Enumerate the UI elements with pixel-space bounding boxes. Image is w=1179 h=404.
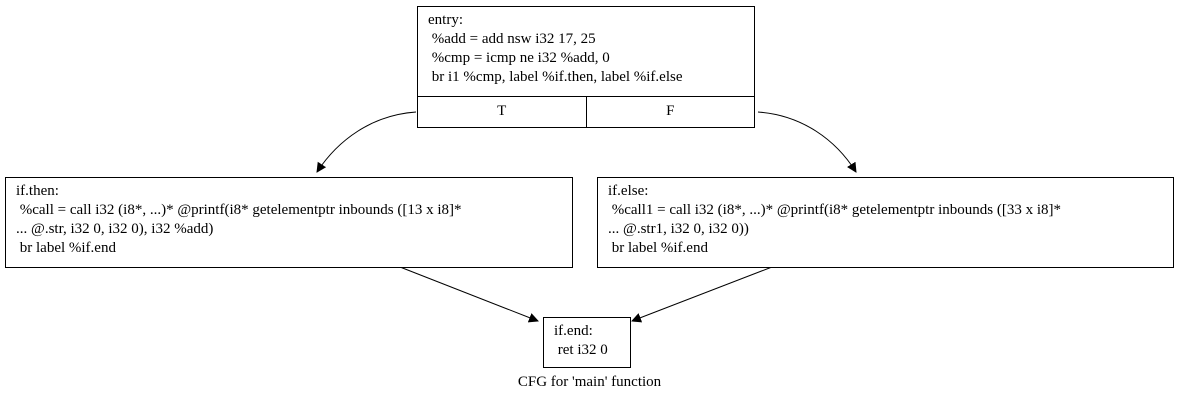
node-if-else-line: ... @.str1, i32 0, i32 0)) — [608, 221, 749, 237]
edge-entry-false-to-if-else — [757, 111, 857, 173]
node-entry-line: br i1 %cmp, label %if.then, label %if.el… — [428, 69, 683, 85]
node-if-else-line: %call1 = call i32 (i8*, ...)* @printf(i8… — [608, 202, 1062, 218]
port-true: T — [497, 103, 507, 119]
node-if-then-body: if.then: %call = call i32 (i8*, ...)* @p… — [6, 178, 572, 258]
node-if-end-line: if.end: — [554, 323, 593, 339]
node-entry-body: entry: %add = add nsw i32 17, 25 %cmp = … — [418, 7, 754, 87]
diagram-caption: CFG for 'main' function — [517, 374, 662, 390]
node-if-else-body: if.else: %call1 = call i32 (i8*, ...)* @… — [598, 178, 1173, 258]
node-entry-line: %add = add nsw i32 17, 25 — [428, 31, 596, 47]
node-if-then-line: if.then: — [16, 183, 59, 199]
edge-if-else-to-if-end — [631, 266, 773, 323]
node-if-end-body: if.end: ret i32 0 — [544, 318, 630, 360]
node-entry-ports: T F — [418, 96, 754, 127]
node-if-then-line: %call = call i32 (i8*, ...)* @printf(i8*… — [16, 202, 462, 218]
node-if-end-line: ret i32 0 — [554, 342, 608, 358]
node-if-then-line: br label %if.end — [16, 240, 116, 256]
node-if-else-line: if.else: — [608, 183, 649, 199]
node-entry: entry: %add = add nsw i32 17, 25 %cmp = … — [417, 6, 755, 128]
node-entry-line: %cmp = icmp ne i32 %add, 0 — [428, 50, 610, 66]
node-entry-line: entry: — [428, 12, 463, 28]
node-if-then-line: ... @.str, i32 0, i32 0), i32 %add) — [16, 221, 214, 237]
port-false: F — [585, 97, 755, 127]
edge-if-then-to-if-end — [399, 266, 539, 323]
node-if-else-line: br label %if.end — [608, 240, 708, 256]
edge-entry-true-to-if-then — [316, 111, 417, 173]
node-if-then: if.then: %call = call i32 (i8*, ...)* @p… — [5, 177, 573, 268]
node-if-end: if.end: ret i32 0 — [543, 317, 631, 368]
node-if-else: if.else: %call1 = call i32 (i8*, ...)* @… — [597, 177, 1174, 268]
